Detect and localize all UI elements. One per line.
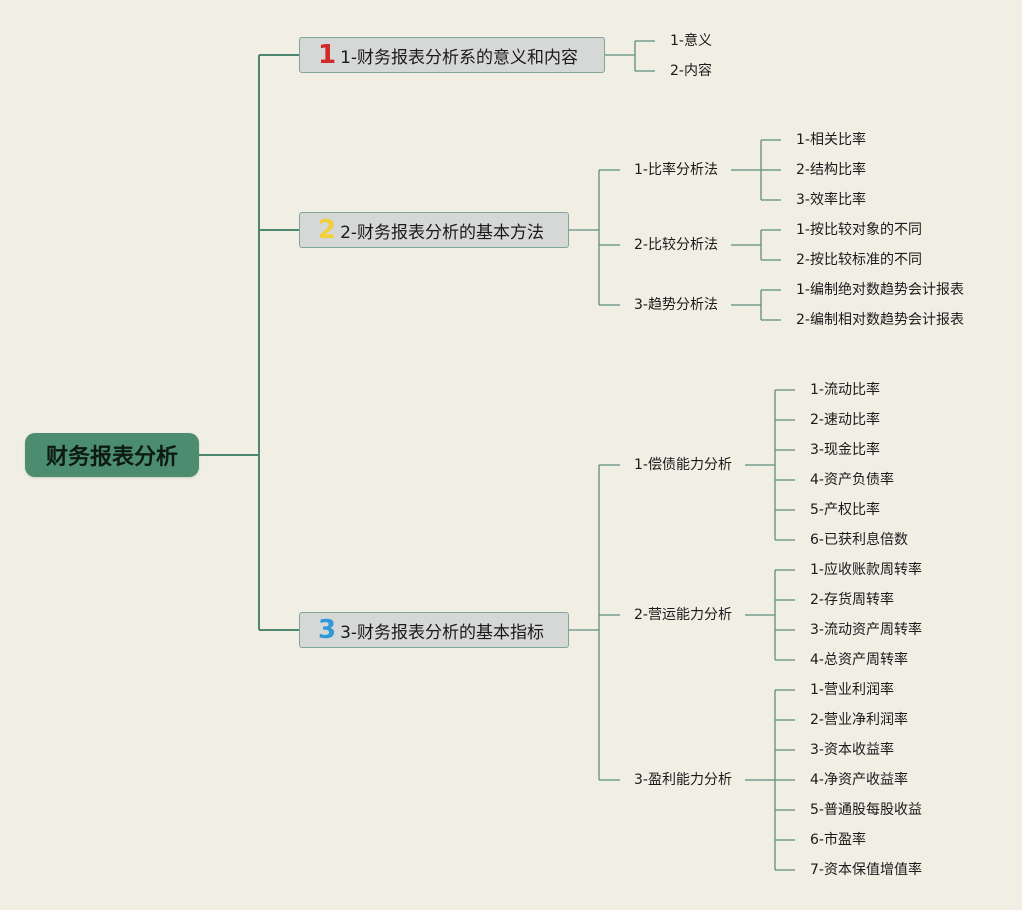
topic-label: 2-财务报表分析的基本方法 <box>340 222 545 243</box>
leaf-node[interactable]: 5-普通股每股收益 <box>810 802 922 818</box>
root-label: 财务报表分析 <box>45 445 178 470</box>
root-node[interactable]: 财务报表分析 <box>25 433 199 477</box>
topic-node-3[interactable]: 3 3-财务报表分析的基本指标 <box>299 612 569 648</box>
subtopic-node[interactable]: 1-偿债能力分析 <box>634 457 732 473</box>
leaf-node[interactable]: 2-按比较标准的不同 <box>796 252 922 268</box>
topic-node-1[interactable]: 1 1-财务报表分析系的意义和内容 <box>299 37 605 73</box>
subtopic-node[interactable]: 3-趋势分析法 <box>634 297 718 313</box>
topic1-connector <box>605 40 655 72</box>
sub-profit-connector <box>745 689 795 871</box>
topic-node-2[interactable]: 2 2-财务报表分析的基本方法 <box>299 212 569 248</box>
sub-trend-connector <box>731 289 781 321</box>
subtopic-node[interactable]: 1-比率分析法 <box>634 162 718 178</box>
topic-label: 1-财务报表分析系的意义和内容 <box>340 47 579 68</box>
subtopic-node[interactable]: 2-营运能力分析 <box>634 607 732 623</box>
root-trunk-line <box>199 54 299 631</box>
leaf-node[interactable]: 1-编制绝对数趋势会计报表 <box>796 282 964 298</box>
leaf-node[interactable]: 4-资产负债率 <box>810 472 894 488</box>
leaf-node[interactable]: 2-速动比率 <box>810 412 880 428</box>
leaf-node[interactable]: 4-净资产收益率 <box>810 772 908 788</box>
sub-solvency-connector <box>745 389 795 541</box>
leaf-node[interactable]: 1-流动比率 <box>810 382 880 398</box>
leaf-node[interactable]: 6-市盈率 <box>810 832 866 848</box>
number-2-badge: 2 <box>318 215 337 245</box>
leaf-node[interactable]: 3-流动资产周转率 <box>810 622 922 638</box>
leaf-node[interactable]: 2-存货周转率 <box>810 592 894 608</box>
topic2-connector <box>569 169 620 306</box>
leaf-node[interactable]: 1-按比较对象的不同 <box>796 222 922 238</box>
leaf-node[interactable]: 7-资本保值增值率 <box>810 862 922 878</box>
leaf-node[interactable]: 2-营业净利润率 <box>810 712 908 728</box>
sub-ratio-connector <box>731 139 781 201</box>
leaf-node[interactable]: 2-编制相对数趋势会计报表 <box>796 312 964 328</box>
leaf-node[interactable]: 2-结构比率 <box>796 162 866 178</box>
leaf-node[interactable]: 2-内容 <box>670 63 712 79</box>
leaf-node[interactable]: 3-效率比率 <box>796 192 866 208</box>
leaf-node[interactable]: 1-意义 <box>670 33 712 49</box>
topic3-connector <box>569 464 620 781</box>
number-1-badge: 1 <box>318 40 337 70</box>
leaf-node[interactable]: 4-总资产周转率 <box>810 652 908 668</box>
leaf-node[interactable]: 3-现金比率 <box>810 442 880 458</box>
number-3-badge: 3 <box>318 615 337 645</box>
leaf-node[interactable]: 6-已获利息倍数 <box>810 532 908 548</box>
subtopic-node[interactable]: 3-盈利能力分析 <box>634 772 732 788</box>
subtopic-node[interactable]: 2-比较分析法 <box>634 237 718 253</box>
leaf-node[interactable]: 1-应收账款周转率 <box>810 562 922 578</box>
sub-compare-connector <box>731 229 781 261</box>
leaf-node[interactable]: 1-相关比率 <box>796 132 866 148</box>
leaf-node[interactable]: 1-营业利润率 <box>810 682 894 698</box>
leaf-node[interactable]: 3-资本收益率 <box>810 742 894 758</box>
topic-label: 3-财务报表分析的基本指标 <box>340 622 545 643</box>
leaf-node[interactable]: 5-产权比率 <box>810 502 880 518</box>
sub-operation-connector <box>745 569 795 661</box>
